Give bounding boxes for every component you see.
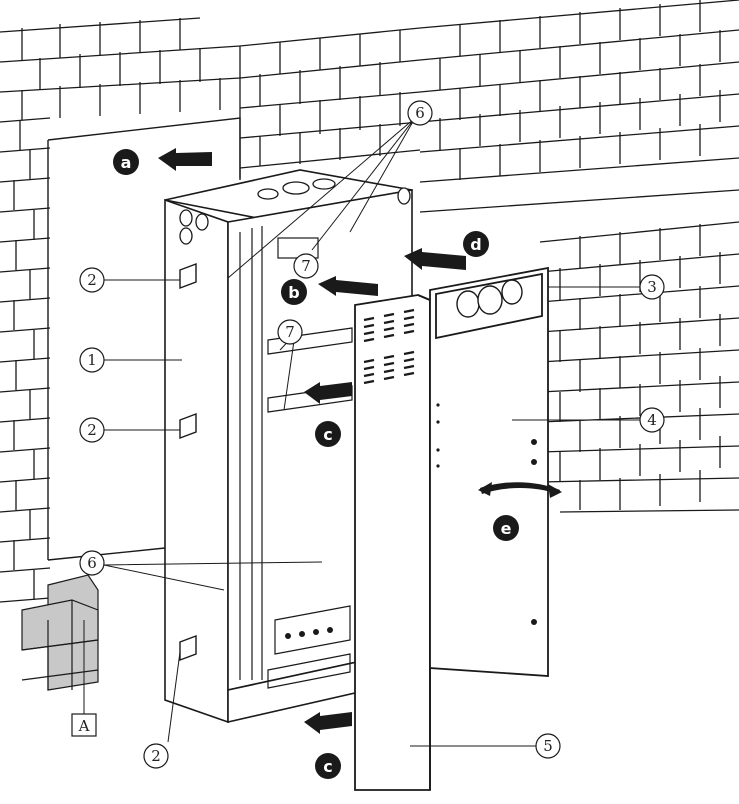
callout-2-top: 2 xyxy=(87,271,97,289)
arrow-b xyxy=(318,276,378,296)
callout-2-middle: 2 xyxy=(87,421,97,439)
door-hinges xyxy=(436,403,537,625)
step-c-upper: c xyxy=(323,425,332,444)
motion-arrows xyxy=(158,148,562,734)
outer-door xyxy=(429,266,549,677)
callout-3: 3 xyxy=(647,278,657,296)
arrow-e xyxy=(480,482,560,494)
callout-6-top: 6 xyxy=(415,104,425,122)
ventilation-slots xyxy=(363,308,415,385)
callouts xyxy=(79,100,665,769)
arrow-a xyxy=(158,148,212,171)
callout-2-bottom: 2 xyxy=(151,747,161,765)
terminal-holes xyxy=(285,627,333,639)
wall-opening xyxy=(47,117,241,561)
callout-1: 1 xyxy=(87,351,97,369)
step-c-lower: c xyxy=(323,757,332,776)
callout-6-bottom: 6 xyxy=(87,554,97,572)
step-d: d xyxy=(470,235,481,254)
callout-7-middle: 7 xyxy=(285,323,295,341)
arrow-c-upper xyxy=(304,382,352,404)
label-a: A xyxy=(78,717,90,735)
callout-4: 4 xyxy=(647,411,657,429)
arrow-c-lower xyxy=(304,712,352,734)
mounting-brackets xyxy=(179,262,197,662)
callout-5: 5 xyxy=(543,737,553,755)
knockouts-top xyxy=(179,178,411,245)
brick-wall xyxy=(0,0,739,603)
step-b: b xyxy=(288,283,299,302)
leader-lines xyxy=(83,117,640,747)
door-plate-holes xyxy=(456,279,523,318)
step-badges xyxy=(113,149,519,779)
callout-labels: 1 2 2 2 3 4 5 6 6 7 7 xyxy=(87,104,657,765)
arrow-d xyxy=(404,248,466,270)
step-a: a xyxy=(121,153,132,172)
step-e: e xyxy=(501,519,512,538)
step-labels: a b c c d e xyxy=(121,153,512,776)
wall-cross-section xyxy=(21,574,99,691)
label-box-a xyxy=(71,713,97,737)
callout-7-top: 7 xyxy=(301,257,311,275)
